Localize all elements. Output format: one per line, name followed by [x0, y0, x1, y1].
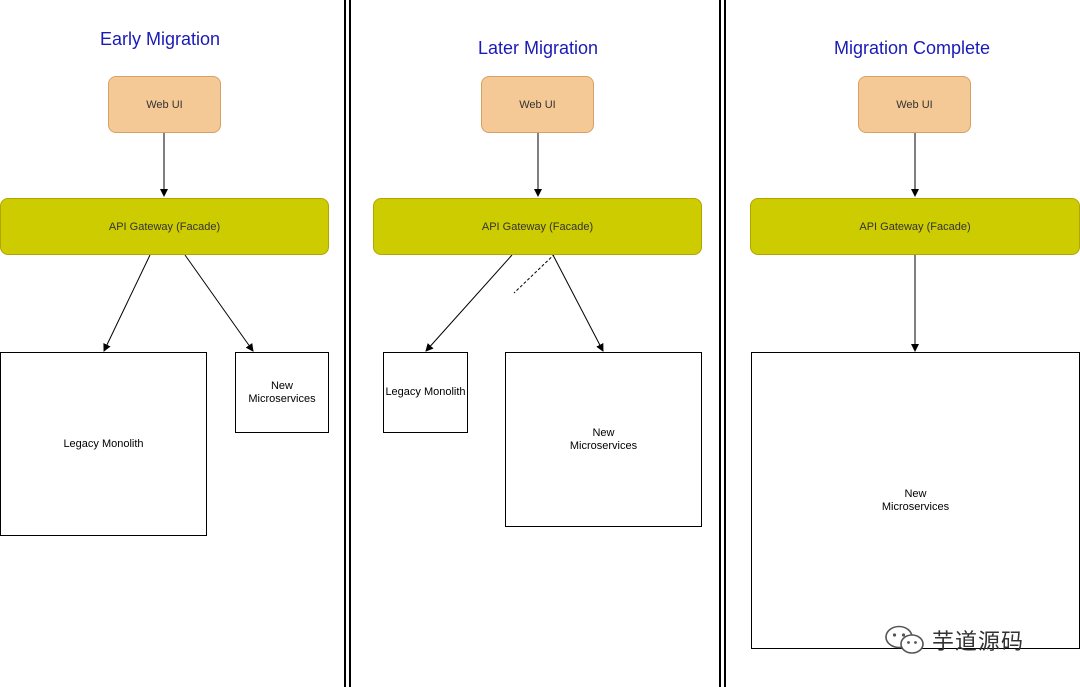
- arrow-gateway-to-microservices-early: [184, 254, 254, 352]
- panel-divider-right-b: [724, 0, 726, 687]
- legacy-monolith-box-later: Legacy Monolith: [383, 352, 468, 433]
- api-gateway-node-early: API Gateway (Facade): [0, 198, 329, 255]
- panel-divider-right-a: [719, 0, 721, 687]
- web-ui-node-complete: Web UI: [858, 76, 971, 133]
- web-ui-label: Web UI: [519, 98, 556, 111]
- arrow-gateway-to-monolith-later: [425, 254, 513, 352]
- new-microservices-box-early: New Microservices: [235, 352, 329, 433]
- api-gateway-node-later: API Gateway (Facade): [373, 198, 702, 255]
- web-ui-node-later: Web UI: [481, 76, 594, 133]
- wechat-icon: [885, 625, 924, 654]
- panel-title-complete: Migration Complete: [833, 38, 991, 58]
- panel-title-early: Early Migration: [99, 29, 221, 49]
- api-gateway-label: API Gateway (Facade): [108, 220, 221, 233]
- web-ui-label: Web UI: [896, 98, 933, 111]
- legacy-monolith-box-early: Legacy Monolith: [0, 352, 207, 536]
- api-gateway-node-complete: API Gateway (Facade): [750, 198, 1080, 255]
- panel-title-later: Later Migration: [477, 38, 599, 58]
- watermark-text: 芋道源码: [932, 630, 1025, 655]
- arrow-gateway-to-monolith-early: [103, 254, 151, 352]
- panel-divider-left-a: [344, 0, 346, 687]
- web-ui-node-early: Web UI: [108, 76, 221, 133]
- new-microservices-box-later: New Microservices: [505, 352, 702, 527]
- new-microservices-label: New Microservices: [881, 487, 950, 513]
- api-gateway-label: API Gateway (Facade): [859, 220, 971, 233]
- web-ui-label: Web UI: [146, 98, 183, 111]
- legacy-monolith-label: Legacy Monolith: [385, 386, 466, 398]
- panel-divider-left-b: [349, 0, 351, 687]
- new-microservices-label: New Microservices: [569, 426, 638, 452]
- api-gateway-label: API Gateway (Facade): [481, 220, 594, 233]
- arrow-gateway-to-microservices-later: [552, 254, 604, 352]
- new-microservices-label: New Microservices: [248, 379, 316, 405]
- new-microservices-box-complete: New Microservices: [751, 352, 1080, 649]
- legacy-monolith-label: Legacy Monolith: [63, 437, 144, 450]
- watermark: 芋道源码: [884, 620, 1074, 660]
